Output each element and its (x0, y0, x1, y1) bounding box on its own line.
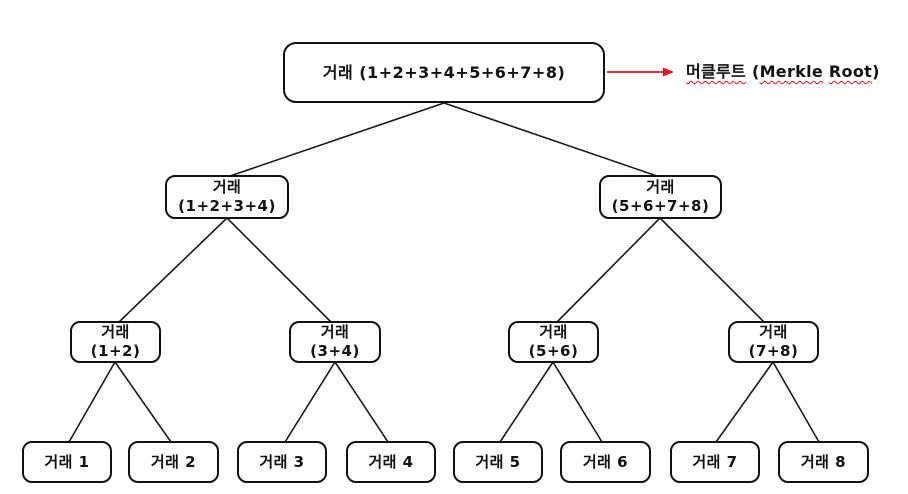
node-tx-6: 거래 6 (560, 441, 651, 483)
annotation-text-part: Merkle (759, 62, 824, 81)
node-tx-1234: 거래 (1+2+3+4) (165, 175, 289, 219)
node-label-line1: 거래 (212, 178, 242, 197)
annotation-text-part: ) (872, 62, 880, 81)
annotation-text-part: ( (746, 62, 760, 81)
node-label-line2: (1+2+3+4) (178, 197, 276, 215)
node-label: 거래 3 (259, 452, 305, 471)
node-label: 거래 2 (150, 452, 197, 471)
node-label-line1: 거래 (101, 323, 130, 342)
node-label-line2: (7+8) (748, 342, 799, 360)
node-label: 거래 8 (800, 452, 847, 471)
node-tx-8: 거래 8 (778, 441, 869, 483)
node-label-line1: 거래 (646, 178, 675, 197)
node-label-line2: (1+2) (90, 342, 141, 360)
node-tx-4: 거래 4 (346, 441, 436, 483)
node-label: 거래 5 (475, 452, 521, 471)
annotation-text-part: 머클루트 (686, 62, 747, 81)
node-tx-7: 거래 7 (670, 441, 760, 483)
node-label: 거래 (1+2+3+4+5+6+7+8) (322, 62, 566, 82)
node-tx-3: 거래 3 (237, 441, 327, 483)
node-label: 거래 4 (368, 452, 414, 471)
node-tx-2: 거래 2 (128, 441, 219, 483)
node-label-line2: (5+6+7+8) (611, 197, 710, 215)
node-label-line1: 거래 (539, 323, 568, 342)
node-label-line2: (3+4) (310, 342, 360, 360)
node-tx-5678: 거래 (5+6+7+8) (599, 175, 722, 219)
node-tx-5: 거래 5 (453, 441, 543, 483)
node-label-line1: 거래 (759, 323, 788, 342)
node-root-tx-12345678: 거래 (1+2+3+4+5+6+7+8) (283, 42, 605, 103)
node-label: 거래 1 (44, 452, 90, 471)
node-label-line2: (5+6) (528, 342, 579, 360)
node-label-line1: 거래 (320, 323, 350, 342)
node-label: 거래 7 (692, 452, 738, 471)
merkle-root-annotation: 머클루트 (Merkle Root) (686, 61, 880, 83)
node-tx-78: 거래 (7+8) (728, 321, 819, 363)
node-tx-56: 거래 (5+6) (508, 321, 599, 363)
node-tx-12: 거래 (1+2) (70, 321, 161, 363)
node-label: 거래 6 (582, 452, 629, 471)
node-tx-1: 거래 1 (22, 441, 112, 483)
node-tx-34: 거래 (3+4) (289, 321, 381, 363)
annotation-text-part: Root (828, 62, 873, 81)
